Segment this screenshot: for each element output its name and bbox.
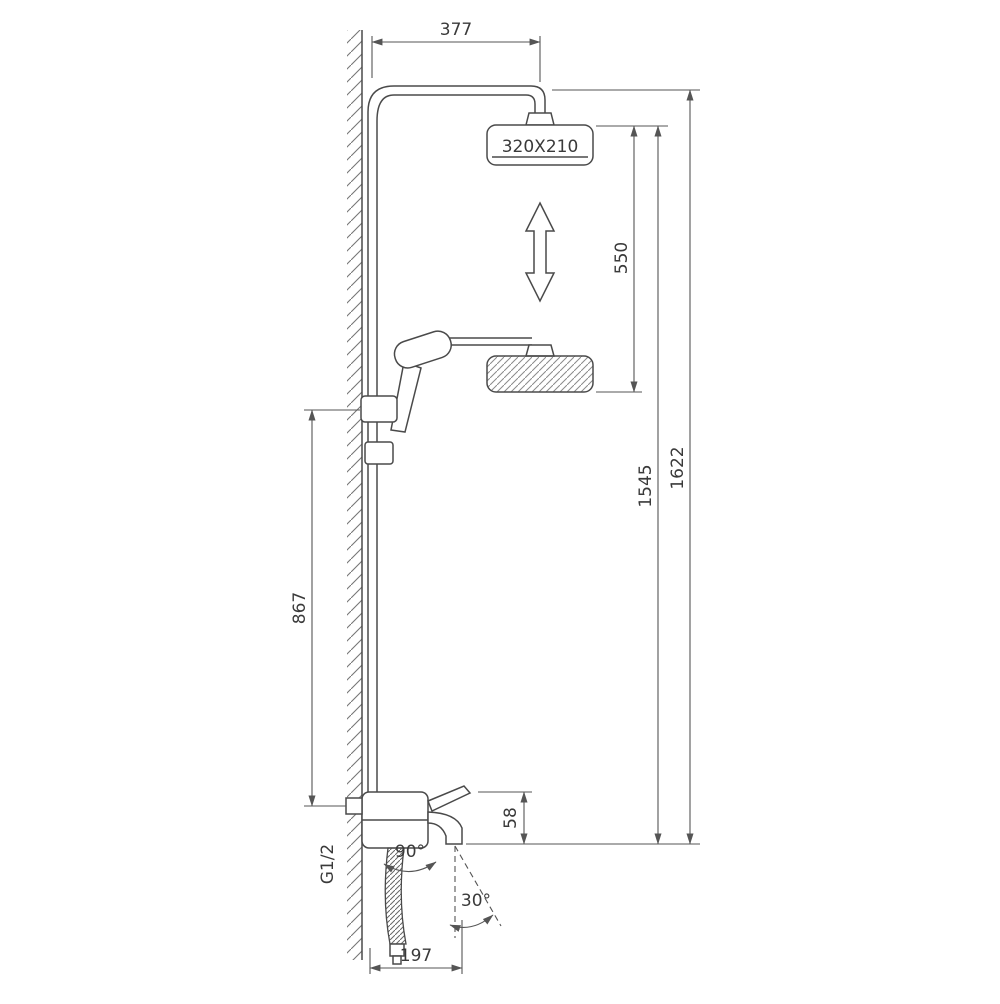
angle-90-annotation: 90°	[383, 842, 437, 873]
hose-flex	[384, 847, 407, 945]
angle-90-label: 90°	[395, 842, 425, 862]
slider-clamp	[364, 441, 394, 465]
dim-spout-reach: 197	[369, 920, 463, 974]
dim-head-travel: 550	[596, 125, 668, 393]
top-shower-head: 320X210	[486, 112, 594, 166]
hand-shower-handle	[390, 361, 422, 433]
dim-867-label: 867	[290, 592, 310, 624]
wall	[347, 30, 363, 960]
head-size-label: 320X210	[502, 137, 579, 157]
dim-spout-height: 58	[478, 791, 532, 845]
thread-label-group: G1/2	[318, 844, 338, 885]
angle-30-annotation: 30°	[449, 845, 502, 938]
slider-bracket	[360, 395, 398, 465]
wall-inlet-fitting	[345, 797, 363, 815]
dim-377-label: 377	[440, 20, 472, 40]
lowered-shower-head	[432, 337, 594, 393]
hose-end-tip	[392, 955, 402, 965]
hand-shower-head	[393, 330, 452, 369]
dim-height-to-spout: 1545	[466, 125, 700, 845]
top-head-body	[486, 124, 594, 166]
angle-30-label: 30°	[461, 891, 491, 911]
dim-1545-label: 1545	[636, 464, 656, 507]
lowered-head-nut	[525, 344, 555, 357]
height-adjust-arrow	[524, 201, 556, 303]
wall-hatching	[347, 30, 362, 960]
thread-size-label: G1/2	[318, 844, 338, 885]
dim-top-offset: 377	[371, 20, 541, 82]
mixer-spout	[427, 811, 463, 845]
dim-550-label: 550	[612, 242, 632, 274]
hand-shower	[390, 330, 452, 433]
top-head-nut	[525, 112, 555, 126]
mixer	[345, 785, 472, 849]
dim-58-label: 58	[501, 807, 521, 829]
riser-pipe	[367, 85, 546, 794]
dim-197-label: 197	[400, 946, 432, 966]
dim-1622-label: 1622	[668, 446, 688, 489]
dim-riser-section: 867	[290, 409, 360, 807]
lowered-head-body	[486, 355, 594, 393]
mixer-handle	[427, 785, 472, 813]
dim-total-height: 1622	[552, 89, 700, 845]
